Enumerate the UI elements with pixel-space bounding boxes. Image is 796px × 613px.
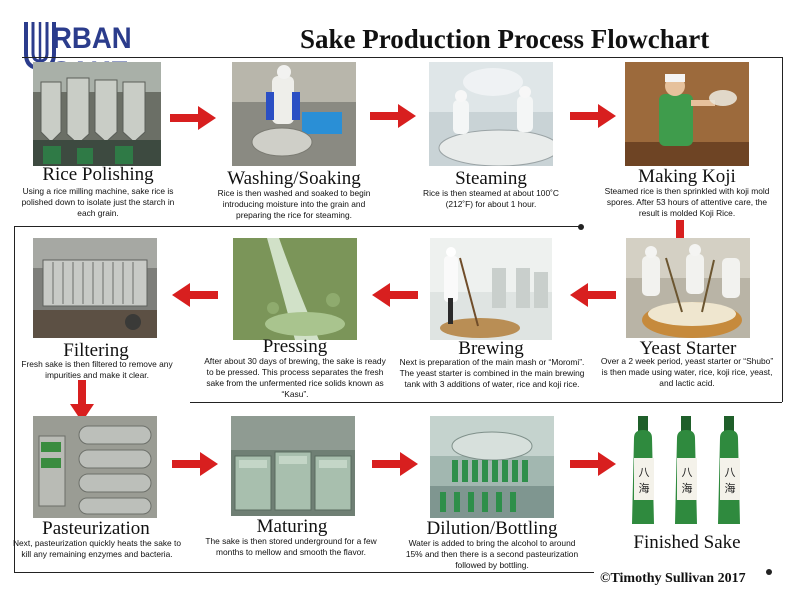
arrow-down-icon xyxy=(70,380,94,422)
svg-text:八: 八 xyxy=(682,466,693,479)
tick-rule xyxy=(578,224,584,230)
step-title-pasteurization: Pasteurization xyxy=(42,518,150,539)
step-desc-making-koji: Steamed rice is then sprinkled with koji… xyxy=(604,186,770,218)
rice-polishing-photo xyxy=(33,62,161,166)
finished-sake-bottles: 八 海 八 海 八 海 xyxy=(628,412,748,530)
step-desc-dilution-bottling: Water is added to bring the alcohol to a… xyxy=(405,538,579,570)
step-title-maturing: Maturing xyxy=(256,516,328,537)
arrow-right-icon xyxy=(570,104,616,128)
washing-soaking-photo xyxy=(232,62,356,166)
arrow-right-icon xyxy=(372,452,418,476)
step-desc-maturing: The sake is then stored underground for … xyxy=(205,536,377,557)
pasteurization-photo xyxy=(33,416,157,518)
svg-text:八: 八 xyxy=(639,466,650,479)
arrow-right-icon xyxy=(170,106,216,130)
arrow-right-icon xyxy=(172,452,218,476)
svg-text:海: 海 xyxy=(725,481,736,495)
copyright: ©Timothy Sullivan 2017 xyxy=(600,571,746,586)
step-desc-filtering: Fresh sake is then filtered to remove an… xyxy=(21,359,173,380)
top-rule xyxy=(22,57,782,58)
step-title-rice-polishing: Rice Polishing xyxy=(42,164,154,185)
steaming-photo xyxy=(429,62,553,166)
arrow-left-icon xyxy=(570,283,616,307)
arrow-left-icon xyxy=(172,283,218,307)
bottom-rule xyxy=(14,572,594,573)
step-desc-pasteurization: Next, pasteurization quickly heats the s… xyxy=(12,538,182,559)
brewing-photo xyxy=(430,238,552,340)
step-desc-steaming: Rice is then steamed at about 100˚C (212… xyxy=(423,188,559,209)
step-title-washing-soaking: Washing/Soaking xyxy=(227,168,361,189)
step-desc-yeast-starter: Over a 2 week period, yeast starter or “… xyxy=(600,356,774,388)
step-desc-pressing: After about 30 days of brewing, the sake… xyxy=(204,356,386,399)
step-title-steaming: Steaming xyxy=(455,168,527,189)
dilution-bottling-photo xyxy=(430,416,554,518)
left-rule xyxy=(14,226,15,573)
svg-text:海: 海 xyxy=(682,481,693,495)
making-koji-photo xyxy=(625,62,749,166)
step-desc-washing-soaking: Rice is then washed and soaked to begin … xyxy=(217,188,371,220)
yeast-starter-photo xyxy=(626,238,750,338)
step-title-brewing: Brewing xyxy=(458,338,524,359)
tick-rule-2 xyxy=(766,569,772,575)
step-desc-brewing: Next is preparation of the main mash or … xyxy=(399,357,585,389)
filtering-photo xyxy=(33,238,157,338)
arrow-right-icon xyxy=(370,104,416,128)
arrow-left-icon xyxy=(372,283,418,307)
step-title-yeast-starter: Yeast Starter xyxy=(639,338,737,359)
arrow-right-icon xyxy=(570,452,616,476)
row1-bottom-rule xyxy=(14,226,582,227)
step-title-finished-sake: Finished Sake xyxy=(633,532,741,553)
step-title-dilution-bottling: Dilution/Bottling xyxy=(426,518,558,539)
maturing-photo xyxy=(231,416,355,516)
right-rule-top xyxy=(782,57,783,402)
svg-text:八: 八 xyxy=(725,466,736,479)
step-title-filtering: Filtering xyxy=(63,340,129,361)
step-title-making-koji: Making Koji xyxy=(638,166,736,187)
svg-text:海: 海 xyxy=(639,481,650,495)
step-desc-rice-polishing: Using a rice milling machine, sake rice … xyxy=(21,186,175,218)
pressing-photo xyxy=(233,238,357,340)
step-title-pressing: Pressing xyxy=(262,336,328,357)
page-title: Sake Production Process Flowchart xyxy=(300,24,710,54)
row2-bottom-rule xyxy=(190,402,782,403)
